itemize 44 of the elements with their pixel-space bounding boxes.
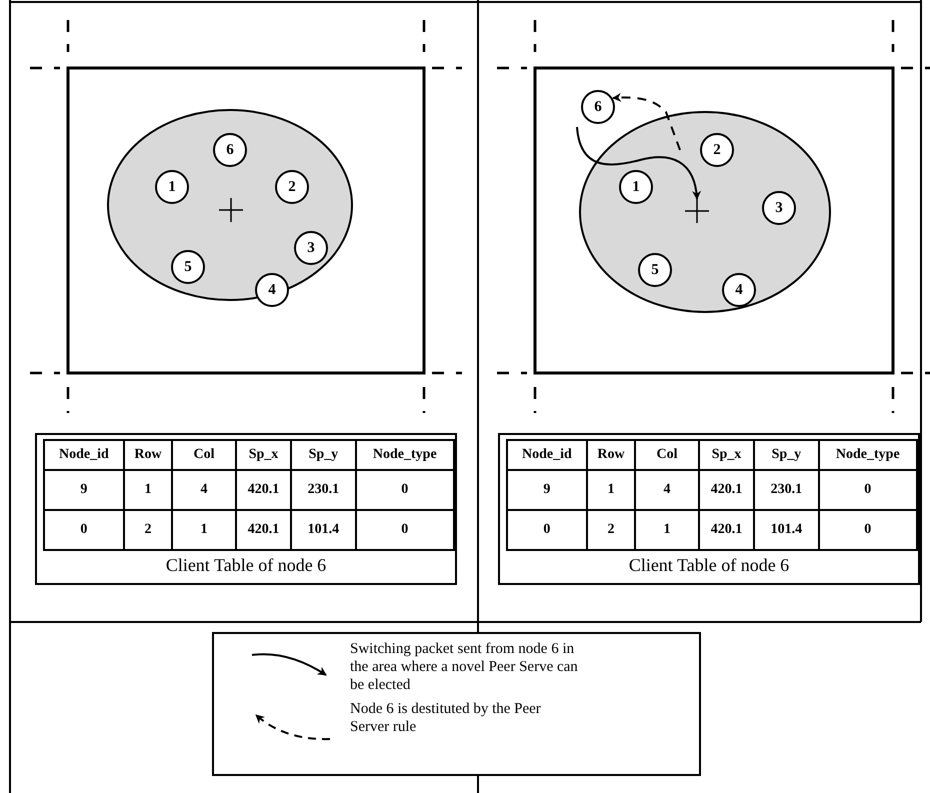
table-header-cell: Col (172, 440, 236, 470)
table-cell: 0 (818, 470, 917, 510)
legend-text: Node 6 is destituted by the Peer Server rule (350, 700, 542, 736)
table-caption: Client Table of node 6 (628, 555, 790, 576)
table-header-cell: Node_id (507, 440, 587, 470)
table-cell: 420.1 (698, 470, 754, 510)
table-cell: 4 (635, 470, 699, 510)
node-circle: 6 (581, 90, 615, 124)
dashed-arrow (612, 93, 681, 150)
curved-arrow (576, 126, 701, 200)
table-cell: 0 (507, 510, 587, 550)
table-cell: 230.1 (754, 470, 819, 510)
table-header-cell: Sp_x (236, 440, 292, 470)
table-header-cell: Sp_y (754, 440, 819, 470)
table-cell: 420.1 (236, 470, 292, 510)
table-cell: 101.4 (291, 510, 356, 550)
table-cell: 0 (356, 510, 454, 550)
table-cell: 1 (124, 470, 172, 510)
center-cross-icon (685, 199, 709, 223)
table-cell: 4 (172, 470, 236, 510)
table-cell: 2 (124, 510, 172, 550)
table-header-cell: Sp_y (291, 440, 356, 470)
table-cell: 9 (507, 470, 587, 510)
table-cell: 1 (586, 470, 636, 510)
table-header-cell: Node_id (44, 440, 124, 470)
table-header-cell: Sp_x (698, 440, 754, 470)
table-header-cell: Row (124, 440, 172, 470)
table-cell: 1 (635, 510, 699, 550)
table-cell: 2 (586, 510, 636, 550)
table-cell: 101.4 (754, 510, 819, 550)
legend-text: Switching packet sent from node 6 in the area where a novel Peer Serve can be elected (350, 640, 579, 694)
table-cell: 1 (172, 510, 236, 550)
table-cell: 0 (818, 510, 917, 550)
table-header-cell: Col (635, 440, 699, 470)
table-cell: 420.1 (698, 510, 754, 550)
table-header-cell: Row (586, 440, 636, 470)
table-header-cell: Node_type (356, 440, 454, 470)
table-cell: 420.1 (236, 510, 292, 550)
table-cell: 0 (44, 510, 124, 550)
table-header-cell: Node_type (818, 440, 917, 470)
table-cell: 230.1 (291, 470, 356, 510)
table-caption: Client Table of node 6 (164, 555, 328, 576)
table-cell: 0 (356, 470, 454, 510)
table-cell: 9 (44, 470, 124, 510)
